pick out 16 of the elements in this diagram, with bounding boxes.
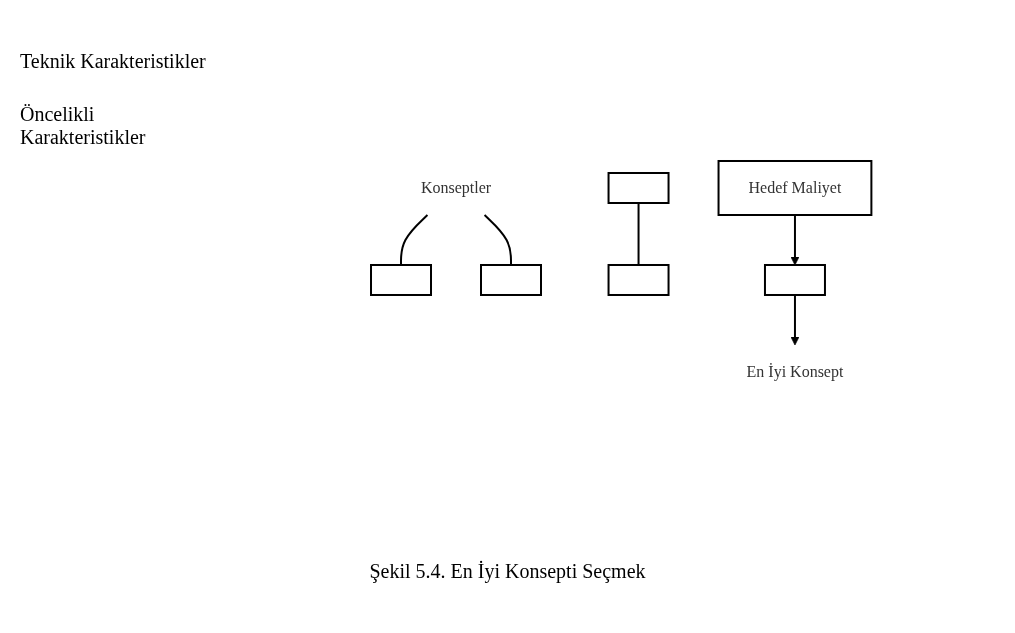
connector — [637, 202, 640, 266]
node-text: Konseptler — [421, 179, 492, 196]
node-box — [607, 264, 670, 296]
node-box — [370, 264, 433, 296]
text-label: Teknik Karakteristikler — [20, 50, 207, 73]
arrow — [790, 294, 800, 346]
figure-caption: Şekil 5.4. En İyi Konsepti Seçmek — [369, 560, 646, 582]
connector — [400, 214, 429, 266]
node-text: En İyi Konsept — [746, 362, 844, 380]
node-box — [480, 264, 543, 296]
node-box: Hedef Maliyet — [717, 160, 873, 216]
text-label: Öncelikli Karakteristikler — [20, 103, 147, 149]
connector — [483, 214, 513, 266]
node-box — [764, 264, 827, 296]
arrow — [790, 214, 800, 266]
node-box — [607, 172, 670, 204]
